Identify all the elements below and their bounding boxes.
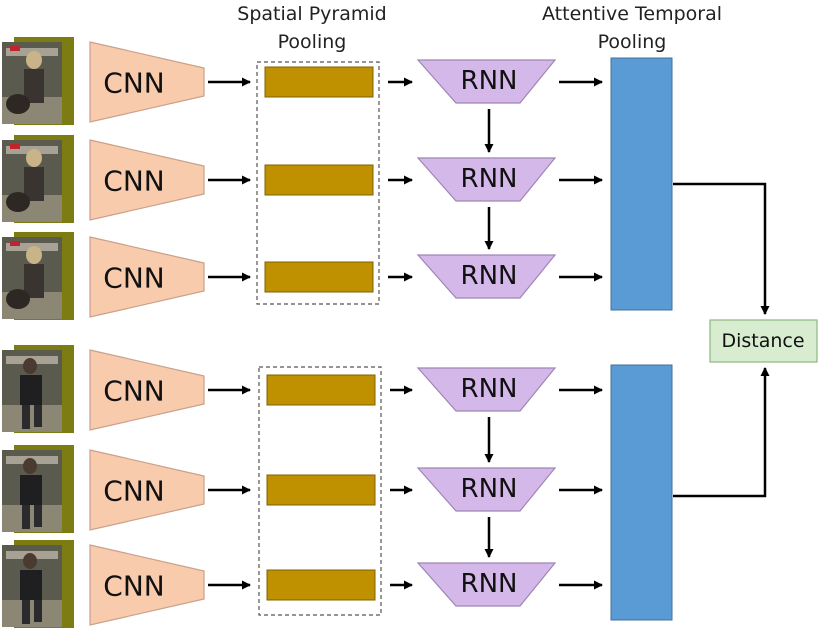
sequence-a-frame-1-person-second <box>6 94 30 114</box>
atp-header-line-1: Attentive Temporal <box>542 3 722 25</box>
sequence-b-frame-1-rnn-label: RNN <box>461 374 518 404</box>
sequence-b-frame-3-image-floor <box>2 600 62 627</box>
sequence-b-frame-3-person-leg-l <box>22 600 30 624</box>
sequence-b-frame-3-person-leg-r <box>34 600 42 622</box>
sequence-b-frame-1-person-body <box>20 375 42 405</box>
spp-header-line-2: Pooling <box>277 31 347 53</box>
sequence-a-frame-2-person-body <box>24 167 44 201</box>
sequence-a-frame-3-rnn-block <box>416 254 557 299</box>
sequence-b-frame-1-person-head <box>23 358 37 374</box>
sequence-b-frame-3-spp-feature <box>266 569 376 601</box>
sequence-a-frame-3-rnn-label: RNN <box>461 261 518 291</box>
sequence-a-frame-2-cnn-block <box>89 139 205 221</box>
sequence-a-frame-3-cnn-label: CNN <box>103 262 164 295</box>
sequence-b-temporal-pooling-bar <box>610 364 673 621</box>
sequence-b-frame-2-person-head <box>23 458 37 474</box>
sequence-b-frame-1-person-leg-r <box>34 405 42 427</box>
sequence-b-frame-3-rnn-block <box>416 562 557 607</box>
sequence-b-frame-1-cnn-label: CNN <box>103 375 164 408</box>
sequence-b-frame-3-cnn-block <box>89 544 205 626</box>
distance-label: Distance <box>721 330 804 352</box>
sequence-b-frame-2-cnn-label: CNN <box>103 475 164 508</box>
sequence-a-frame-3-person-head <box>26 246 42 264</box>
sequence-b-frame-1-spp-feature <box>266 374 376 406</box>
sequence-b-frame-2-person-leg-r <box>34 505 42 527</box>
sequence-b-frame-2-person-body <box>20 475 42 505</box>
sequence-b-frame-3-person-head <box>23 553 37 569</box>
sequence-a-frame-2-rnn-block <box>416 157 557 202</box>
connector-bottom-to-distance <box>673 367 770 498</box>
sequence-a-frame-2-person-second <box>6 192 30 212</box>
spatial-pyramid-pooling-header: Spatial Pyramid Pooling <box>212 0 412 56</box>
sequence-a-frame-1-image-red-sign <box>10 46 20 51</box>
sequence-a-frame-2-cnn-label: CNN <box>103 165 164 198</box>
sequence-b-frame-1-image-floor <box>2 405 62 432</box>
sequence-a-frame-1-spp-feature <box>264 66 374 98</box>
distance-box <box>709 319 818 363</box>
sequence-a-frame-3-cnn-block <box>89 236 205 318</box>
connector-top-to-distance <box>673 182 770 315</box>
sequence-a-frame-2-person-head <box>26 149 42 167</box>
sequence-a-frame-3-person-body <box>24 264 44 298</box>
sequence-a-frame-1-cnn-block <box>89 41 205 123</box>
sequence-b-frame-1-rnn-block <box>416 367 557 412</box>
sequence-b-frame-1-person-leg-l <box>22 405 30 429</box>
sequence-b-frame-2-person-leg-l <box>22 505 30 529</box>
atp-header-line-2: Pooling <box>597 31 667 53</box>
sequence-a-frame-1-cnn-label: CNN <box>103 67 164 100</box>
sequence-a-frame-1-person-body <box>24 69 44 103</box>
sequence-a-frame-2-rnn-label: RNN <box>461 164 518 194</box>
sequence-a-temporal-pooling-bar <box>610 57 673 311</box>
sequence-b-spp-group <box>258 366 382 616</box>
sequence-a-frame-2-image-red-sign <box>10 144 20 149</box>
sequence-a-frame-1-rnn-block <box>416 59 557 104</box>
sequence-a-frame-1-rnn-label: RNN <box>461 66 518 96</box>
sequence-b-frame-1-cnn-block <box>89 349 205 431</box>
sequence-b-frame-2-cnn-block <box>89 449 205 531</box>
sequence-a-frame-1-person-head <box>26 51 42 69</box>
sequence-b-frame-3-cnn-label: CNN <box>103 570 164 603</box>
sequence-b-frame-2-spp-feature <box>266 474 376 506</box>
sequence-b-frame-2-image-floor <box>2 505 62 532</box>
spp-header-line-1: Spatial Pyramid <box>237 3 387 25</box>
sequence-a-frame-3-person-second <box>6 289 30 309</box>
attentive-temporal-pooling-header: Attentive Temporal Pooling <box>522 0 742 56</box>
sequence-b-frame-2-rnn-block <box>416 467 557 512</box>
sequence-a-frame-2-spp-feature <box>264 164 374 196</box>
sequence-b-frame-2-rnn-label: RNN <box>461 474 518 504</box>
sequence-b-frame-3-person-body <box>20 570 42 600</box>
sequence-a-frame-3-spp-feature <box>264 261 374 293</box>
sequence-a-frame-3-image-red-sign <box>10 241 20 246</box>
sequence-b-frame-3-rnn-label: RNN <box>461 569 518 599</box>
